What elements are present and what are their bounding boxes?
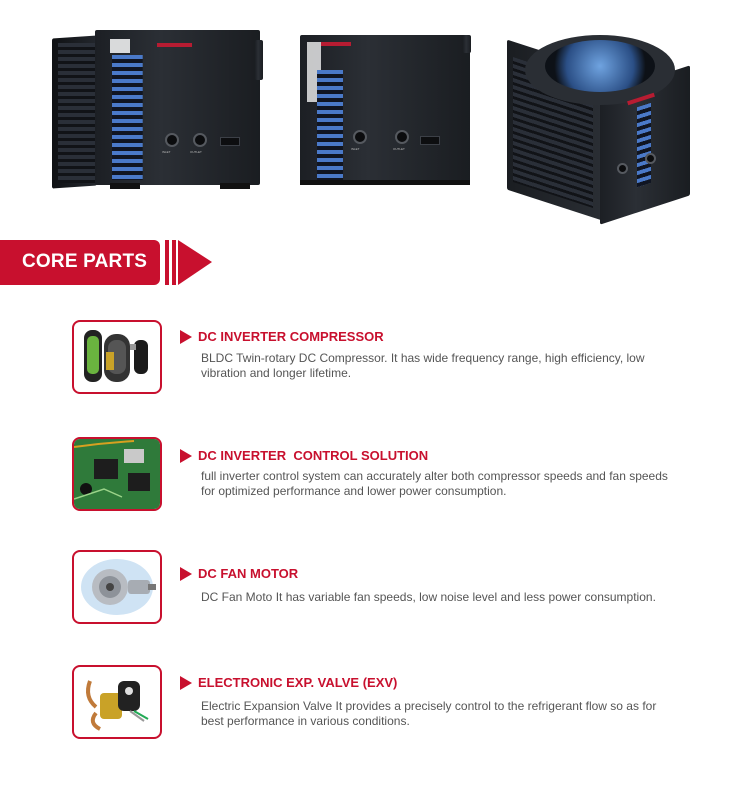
part-description: BLDC Twin-rotary DC Compressor. It has w… [201,351,645,380]
port-label: OUTLET [393,147,405,151]
arrow-bullet-icon [180,448,192,463]
section-title: CORE PARTS [22,251,148,272]
core-parts-banner: CORE PARTS [0,240,160,285]
part-heading: DC FAN MOTOR [180,565,298,583]
part-heading: DC INVERTER CONTROL SOLUTION [180,447,428,465]
port-label: INLET [351,147,360,151]
fan-motor-icon [72,550,162,624]
port-label: INLET [162,150,171,154]
part-description: DC Fan Moto It has variable fan speeds, … [201,590,656,604]
banner-divider-bar [165,240,169,285]
port-label: OUTLET [190,150,202,154]
part-heading: DC INVERTER COMPRESSOR [180,328,384,346]
part-description: Electric Expansion Valve It provides a p… [201,699,657,728]
compressor-icon [72,320,162,394]
banner-divider-bar [172,240,176,285]
product-image-front-view: INLET OUTLET [295,30,480,190]
part-title: ELECTRONIC EXP. VALVE (EXV) [198,675,398,691]
part-title: DC INVERTER COMPRESSOR [198,329,384,345]
arrow-bullet-icon [180,329,192,344]
arrow-bullet-icon [180,566,192,581]
circuit-board-icon [72,437,162,511]
part-description: full inverter control system can accurat… [201,469,668,498]
part-title: DC FAN MOTOR [198,566,299,582]
part-heading: ELECTRONIC EXP. VALVE (EXV) [180,674,397,692]
part-title: DC INVERTER CONTROL SOLUTION [198,448,429,464]
expansion-valve-icon [72,665,162,739]
product-image-side-view: INLET OUTLET [50,25,265,195]
banner-arrow-icon [178,240,212,285]
arrow-bullet-icon [180,675,192,690]
product-image-top-fan [505,35,695,225]
